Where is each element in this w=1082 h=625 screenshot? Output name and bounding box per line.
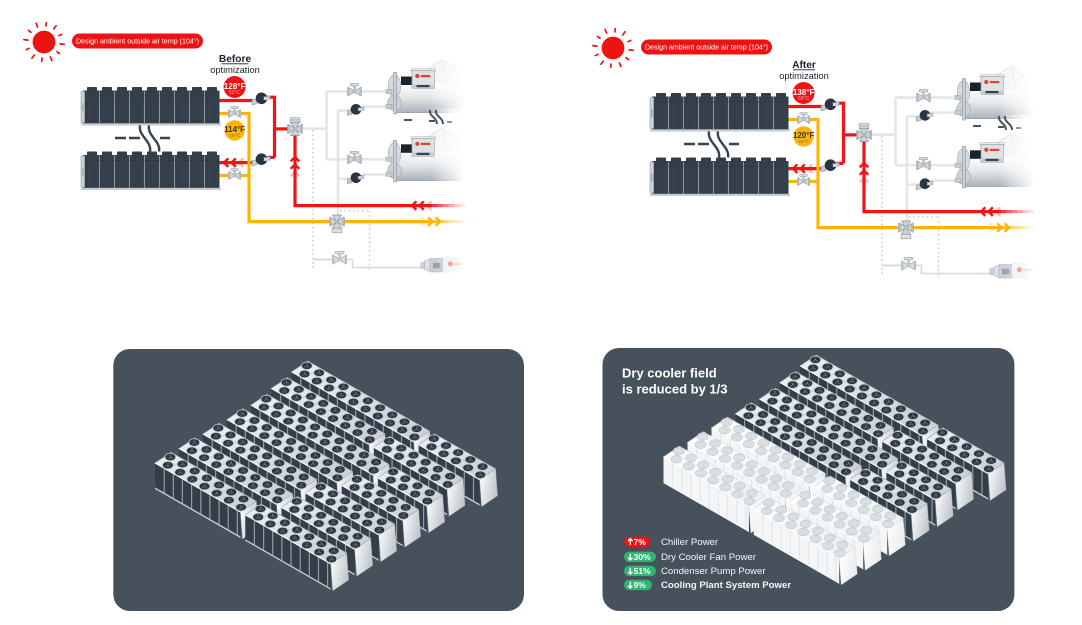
svg-text:53°C: 53°C (229, 90, 241, 96)
svg-text:Condenser Pump Power: Condenser Pump Power (661, 566, 766, 577)
svg-text:120°F: 120°F (793, 131, 814, 140)
svg-text:Design ambient outside air tem: Design ambient outside air temp (104°) (76, 38, 199, 46)
svg-text:7%: 7% (634, 537, 647, 547)
svg-text:138°F: 138°F (793, 88, 815, 97)
svg-text:49°C: 49°C (798, 139, 809, 145)
svg-text:optimization: optimization (210, 65, 260, 75)
svg-text:Design ambient outside air tem: Design ambient outside air temp (104°) (645, 44, 768, 52)
svg-text:114°F: 114°F (224, 125, 245, 134)
svg-text:is reduced by 1/3: is reduced by 1/3 (622, 382, 728, 397)
svg-text:Cooling Plant System Power: Cooling Plant System Power (661, 580, 791, 591)
svg-text:30%: 30% (634, 552, 652, 562)
svg-text:9%: 9% (634, 580, 647, 590)
svg-text:Dry cooler field: Dry cooler field (622, 366, 717, 381)
svg-text:After: After (792, 60, 816, 71)
svg-text:Before: Before (219, 54, 252, 65)
svg-text:128°F: 128°F (224, 82, 246, 91)
svg-text:Chiller Power: Chiller Power (661, 537, 719, 548)
svg-text:51%: 51% (634, 566, 652, 576)
svg-text:Dry Cooler Fan Power: Dry Cooler Fan Power (661, 552, 757, 563)
svg-text:46°C: 46°C (229, 133, 240, 139)
svg-text:59°C: 59°C (798, 96, 810, 102)
svg-text:optimization: optimization (779, 71, 829, 81)
